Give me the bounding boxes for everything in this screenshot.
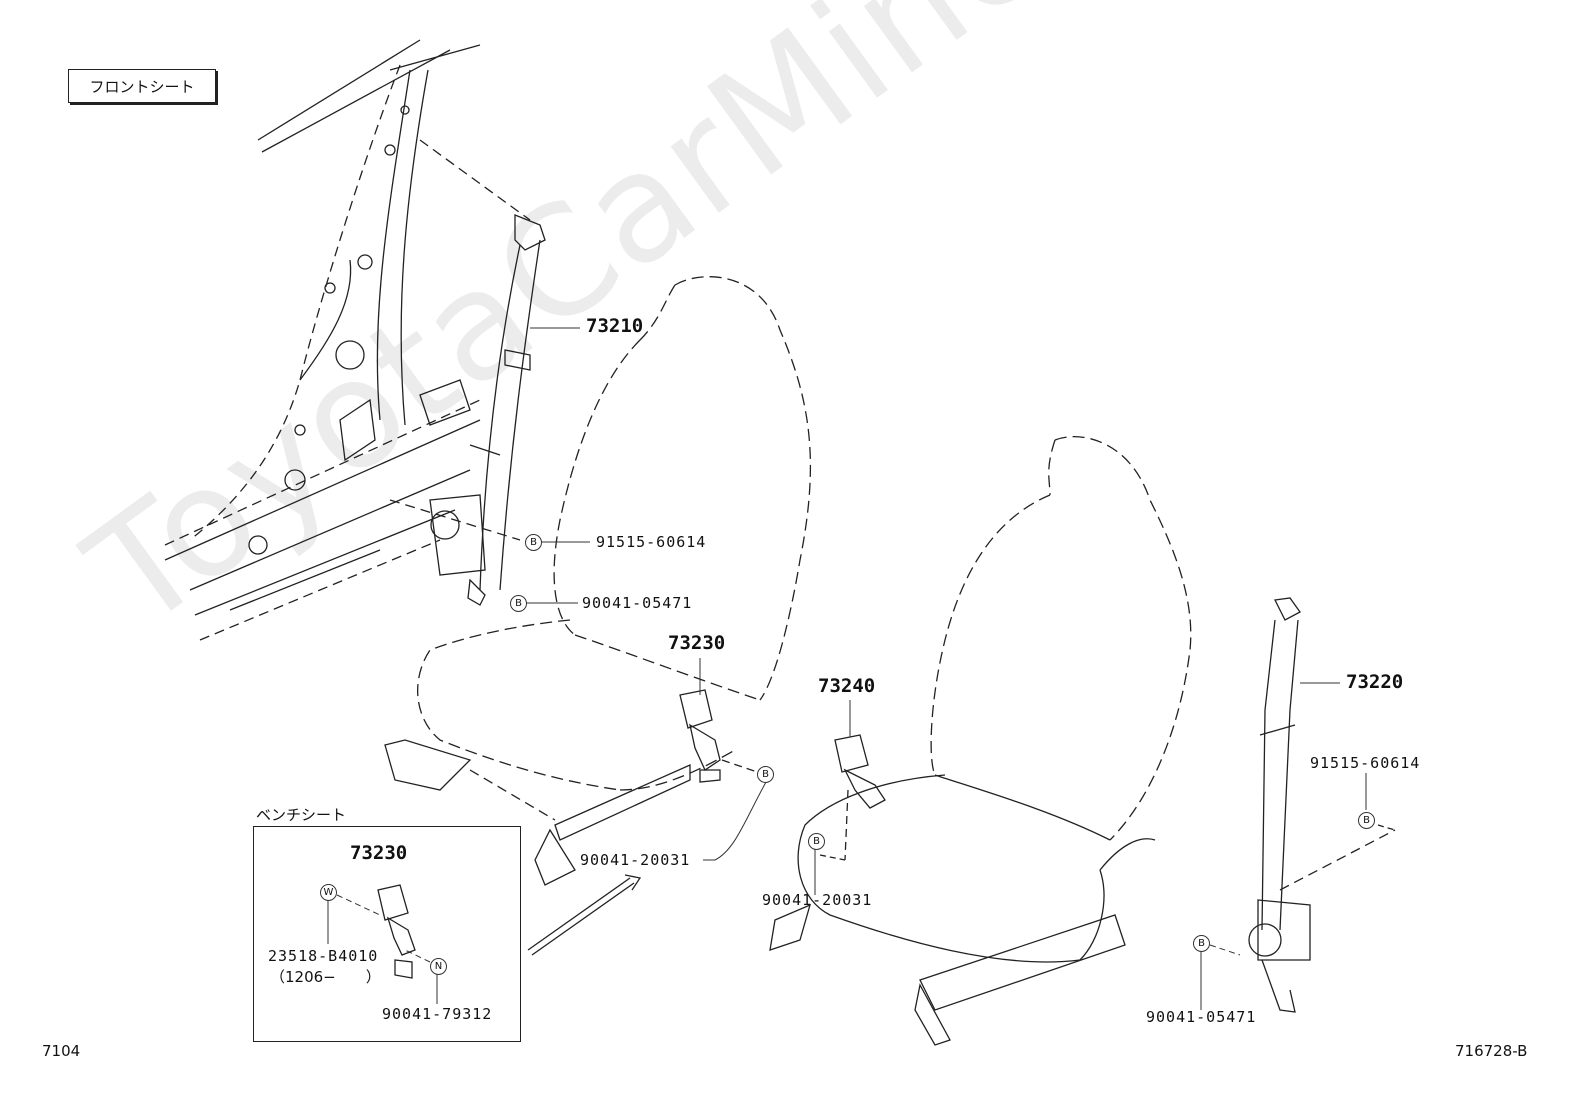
callout-b-2: B bbox=[510, 595, 527, 612]
part-label-91515-60614-left: 91515-60614 bbox=[596, 533, 707, 551]
page-code: 7104 bbox=[42, 1042, 81, 1060]
part-label-90041-79312: 90041-79312 bbox=[382, 1005, 493, 1023]
illustration-id: 716728-B bbox=[1455, 1042, 1528, 1060]
section-title: フロントシート bbox=[89, 77, 195, 96]
part-label-23518-b4010: 23518-B4010 bbox=[268, 947, 379, 965]
part-label-23518-note: （1206− ） bbox=[270, 968, 381, 986]
bench-seat-box bbox=[253, 826, 521, 1042]
part-label-90041-20031-left: 90041-20031 bbox=[580, 851, 691, 869]
callout-b-4: B bbox=[808, 833, 825, 850]
part-label-73240: 73240 bbox=[818, 675, 876, 697]
part-label-90041-05471-left: 90041-05471 bbox=[582, 594, 693, 612]
callout-n: N bbox=[430, 958, 447, 975]
seatbelt-73220 bbox=[1248, 597, 1396, 1013]
buckle-73230 bbox=[527, 689, 761, 956]
seatbelt-73210 bbox=[389, 139, 546, 606]
part-label-73230-bench: 73230 bbox=[350, 842, 408, 864]
callout-b-5: B bbox=[1358, 812, 1375, 829]
callout-b-6: B bbox=[1193, 935, 1210, 952]
bench-section-title: ベンチシート bbox=[256, 806, 347, 824]
part-label-90041-05471-right: 90041-05471 bbox=[1146, 1008, 1257, 1026]
section-title-box: フロントシート bbox=[68, 69, 216, 103]
part-label-73220: 73220 bbox=[1346, 671, 1404, 693]
callout-b-1: B bbox=[525, 534, 542, 551]
part-label-73230: 73230 bbox=[668, 632, 726, 654]
body-pillar-structure bbox=[164, 39, 481, 641]
part-label-91515-60614-right: 91515-60614 bbox=[1310, 754, 1421, 772]
bench-buckle-drawing bbox=[377, 884, 416, 979]
part-label-90041-20031-right: 90041-20031 bbox=[762, 891, 873, 909]
buckle-73240 bbox=[819, 734, 886, 861]
left-seat bbox=[384, 276, 812, 886]
right-seat bbox=[769, 436, 1192, 1046]
part-label-73210: 73210 bbox=[586, 315, 644, 337]
callout-w: W bbox=[320, 884, 337, 901]
callout-b-3: B bbox=[757, 766, 774, 783]
